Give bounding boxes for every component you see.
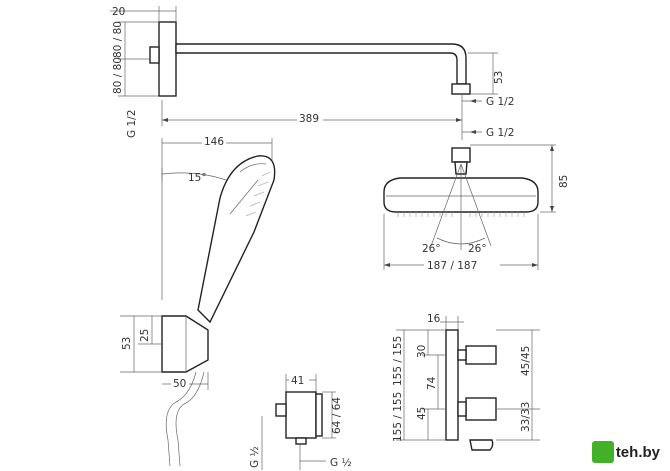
hand-shower-drawing: 146 15° 53 25 50	[120, 134, 276, 467]
arm-dim-top: 20	[112, 6, 125, 18]
thermo-dim-knob-bottom: 33/33	[520, 402, 532, 432]
overhead-ball-joint	[451, 147, 471, 163]
hand-dim-angle: 15°	[188, 172, 207, 184]
overhead-dim-angle-left: 26°	[422, 243, 441, 255]
hand-shower-holder	[161, 315, 209, 373]
outlet-dim-thread-bottom: G ½	[330, 457, 352, 469]
arm-dim-length: 389	[299, 113, 319, 125]
outlet-dim-size: 64 / 64	[331, 397, 343, 434]
arm-dim-left-lower: 80 / 80	[112, 57, 124, 94]
overhead-dim-diameter: 187 / 187	[427, 260, 477, 272]
hand-shower-body	[197, 155, 276, 324]
arm-dim-left-upper: 80 / 80	[112, 21, 124, 58]
arm-wall-plate	[158, 21, 177, 97]
thermo-dim-spacing: 74	[426, 376, 438, 390]
thermo-dim-height-total: 155 / 155	[392, 336, 404, 386]
watermark-icon	[591, 441, 614, 463]
outlet-dim-width: 41	[291, 375, 304, 387]
hand-shower-nozzles	[245, 171, 271, 217]
outlet-wall-plate	[315, 393, 323, 437]
arm-tube	[175, 43, 467, 85]
hand-dim-offset: 146	[204, 136, 224, 148]
arm-thread-nub	[149, 46, 160, 64]
overhead-dim-height: 85	[558, 175, 570, 188]
thermo-knob-top	[465, 345, 497, 365]
thermo-dim-depth: 16	[427, 313, 441, 325]
hand-shower-hose	[165, 371, 197, 467]
overhead-shower-drawing: G 1/2 26° 26° 85	[383, 126, 570, 272]
outlet-body	[285, 391, 317, 439]
outlet-hose-nipple	[275, 403, 287, 417]
watermark-text: teh.by	[615, 443, 660, 461]
thermo-knob-bottom	[465, 397, 497, 421]
outlet-dim-thread-left: G ½	[249, 446, 261, 468]
hand-dim-holder-w: 50	[173, 378, 186, 390]
overhead-dim-angle-right: 26°	[468, 243, 487, 255]
overhead-dim-thread: G 1/2	[486, 127, 514, 139]
thermostat-drawing: 16 155 / 155 155 / 155 30 74 45 45/45 33…	[392, 312, 540, 451]
thermo-dim-height-lower: 155 / 155	[392, 392, 404, 442]
wall-outlet-drawing: 41 64 / 64 G ½ G ½	[249, 373, 352, 470]
arm-dim-thread-left: G 1/2	[126, 110, 138, 138]
hand-dim-holder-h1: 53	[121, 337, 133, 350]
arm-dim-drop: 53	[493, 71, 505, 84]
thermo-outlet	[469, 439, 494, 451]
thermo-plate	[445, 329, 459, 441]
thermo-dim-bottom-offset: 45	[416, 407, 428, 420]
arm-outlet-nut	[451, 83, 471, 95]
arm-dim-thread-outlet: G 1/2	[486, 96, 514, 108]
shower-arm-drawing: 20 80 / 80 80 / 80 G 1/2 389 53 G 1/2	[110, 6, 514, 138]
watermark-logo: teh.by	[591, 439, 660, 465]
hand-dim-holder-h2: 25	[139, 329, 151, 342]
thermo-dim-knob-top: 45/45	[520, 346, 532, 376]
thermo-dim-top-offset: 30	[416, 345, 428, 358]
overhead-nozzles	[397, 212, 525, 217]
